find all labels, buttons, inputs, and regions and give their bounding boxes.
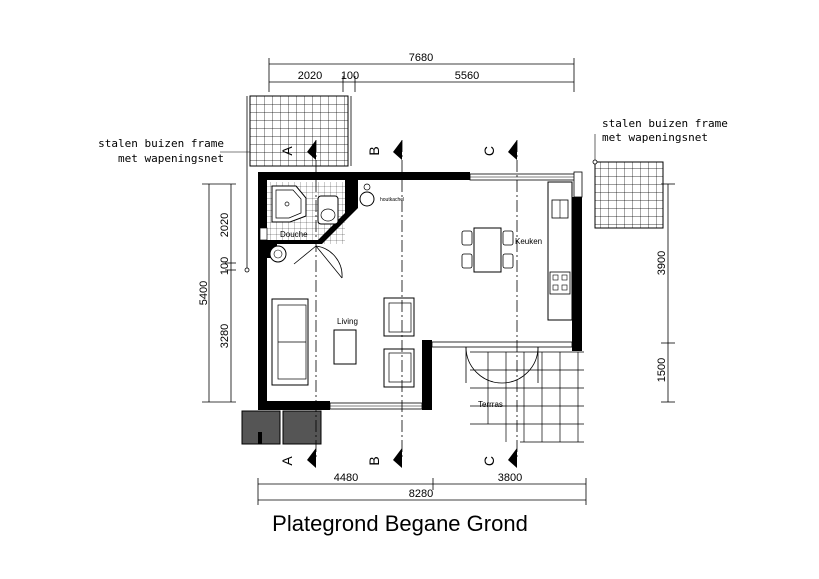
section-label-b-top: B [366,146,382,155]
shower-wall [267,180,358,244]
washbasin [269,245,287,263]
terrace-tiles [470,351,584,443]
dim-left-bottom: 3280 [219,324,231,348]
label-houtkachel: houtkachel [380,197,404,203]
section-lines [315,140,518,460]
exterior-block-right [282,410,322,445]
glass-door [431,341,573,348]
toilet [317,195,339,225]
annotation-right-line1: stalen buizen frame [602,117,728,130]
section-arrows [307,140,517,468]
dining-chairs [461,230,514,269]
coffee-table [333,329,357,365]
door-swing [315,245,343,279]
left-dimensions [202,183,236,403]
dim-right-bottom: 1500 [656,358,668,382]
dim-bottom-total: 8280 [409,488,433,500]
terrace-door-swing [465,346,539,384]
dim-right-top: 3900 [656,251,668,275]
section-label-c-top: C [481,146,497,156]
right-dimensions [661,183,675,403]
section-label-a-top: A [279,146,295,156]
annotation-right-line2: met wapeningsnet [602,131,708,144]
armchair-bottom [383,348,415,388]
top-dimensions [268,58,575,92]
dim-left-total: 5400 [198,281,210,305]
annotation-left-line2: met wapeningsnet [118,152,224,165]
dining-table [473,227,502,273]
dim-top-mid: 100 [341,70,359,82]
dim-bottom-right: 3800 [498,472,522,484]
dim-left-top: 2020 [219,213,231,237]
dim-top-right: 5560 [455,70,479,82]
cooktop [549,271,571,295]
annotation-left-line1: stalen buizen frame [98,137,224,150]
dim-bottom-left: 4480 [334,472,358,484]
dim-left-mid: 100 [219,257,231,275]
stove-icon [359,191,375,207]
room-label-terras: Terrras [478,400,503,409]
section-label-a-bottom: A [279,456,295,466]
section-label-c-bottom: C [481,456,497,466]
mesh-frame-left [249,95,349,167]
dim-top-total: 7680 [409,52,433,64]
room-label-douche: Douche [280,230,308,239]
page-title: Plategrond Begane Grond [272,511,528,536]
room-label-keuken: Keuken [515,237,542,246]
dim-top-left: 2020 [298,70,322,82]
section-label-b-bottom: B [366,456,382,465]
mesh-frame-right [594,161,664,229]
armchair-top [383,297,415,337]
room-label-living: Living [337,317,358,326]
bottom-dimensions [257,478,587,505]
